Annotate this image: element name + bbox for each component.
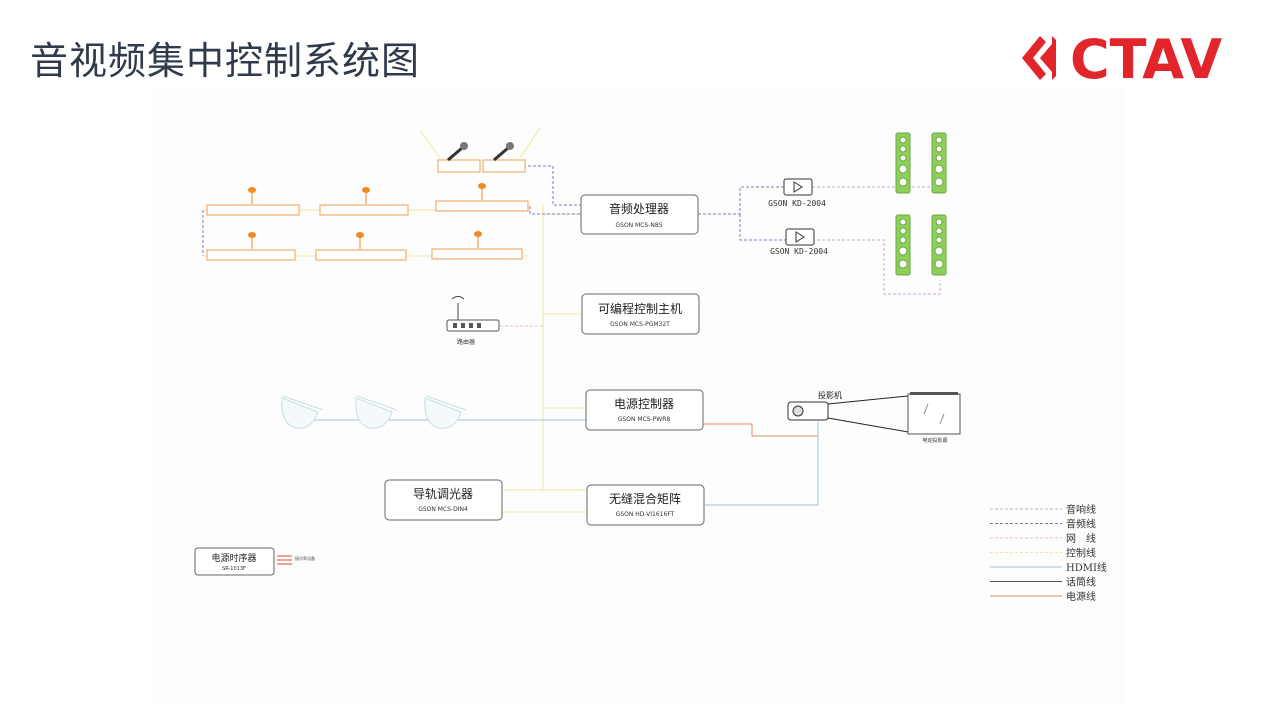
svg-text:音频处理器: 音频处理器 <box>609 201 669 216</box>
svg-text:GSON HD-VI1616FT: GSON HD-VI1616FT <box>616 511 675 518</box>
projector-lens-icon <box>792 405 804 417</box>
svg-text:导轨调光器: 导轨调光器 <box>413 487 473 501</box>
sequencer-box: 电源时序器 SR-1013F 接功率设备 <box>194 547 315 576</box>
svg-text:无缝混合矩阵: 无缝混合矩阵 <box>609 491 681 506</box>
legend-label: 控制线 <box>1066 547 1096 560</box>
column-speaker-icon <box>931 214 947 276</box>
svg-text:GSON MCS-PWR8: GSON MCS-PWR8 <box>618 416 671 423</box>
cameras <box>281 395 467 429</box>
legend-label: 电源线 <box>1066 590 1096 603</box>
conference-mics <box>206 183 529 261</box>
svg-text:电动投影幕: 电动投影幕 <box>922 437 947 444</box>
mic-head-icon <box>478 183 486 189</box>
legend-item: 音频线 <box>990 518 1096 531</box>
page-title: 音视频集中控制系统图 <box>30 39 421 83</box>
svg-text:可编程控制主机: 可编程控制主机 <box>598 301 682 316</box>
legend-item: HDMI线 <box>990 561 1107 574</box>
conference-mic-unit <box>431 231 523 260</box>
ctav-logo-text: CTAV <box>1070 28 1222 88</box>
svg-text:GSON MCS-DIN4: GSON MCS-DIN4 <box>418 506 468 513</box>
connection-lines <box>202 140 941 513</box>
svg-text:路由器: 路由器 <box>457 338 475 346</box>
amp-symbol-icon <box>793 181 803 193</box>
legend-label: 音响线 <box>1066 503 1096 516</box>
conference-mic-unit <box>315 232 407 261</box>
legend-item: 话筒线 <box>990 576 1096 589</box>
conference-mic-unit <box>435 183 529 212</box>
router: 路由器 <box>446 296 500 346</box>
legend-label: 话筒线 <box>1066 576 1096 589</box>
ctav-logo-mark-icon <box>1022 36 1056 80</box>
svg-text:GSON MCS-N8S: GSON MCS-N8S <box>615 222 662 229</box>
mic-head-icon <box>248 232 256 238</box>
svg-text:电源时序器: 电源时序器 <box>211 552 256 564</box>
svg-text:电源控制器: 电源控制器 <box>614 397 674 411</box>
dimmer-box: 导轨调光器 GSON MCS-DIN4 <box>384 479 503 521</box>
handheld-mic-icon <box>493 142 514 162</box>
dome-camera-icon <box>424 395 467 429</box>
svg-text:GSON KD-2004: GSON KD-2004 <box>770 247 828 256</box>
projection-screen: 电动投影幕 <box>907 392 961 444</box>
mic-head-icon <box>362 187 370 193</box>
handheld-mic-icon <box>447 142 468 162</box>
mic-head-icon <box>474 231 482 237</box>
matrix-box: 无缝混合矩阵 GSON HD-VI1616FT <box>586 484 705 526</box>
control-host-box: 可编程控制主机 GSON MCS-PGM32T <box>581 293 700 335</box>
power-controller-box: 电源控制器 GSON MCS-PWR8 <box>585 389 704 431</box>
audio-processor-box: 音频处理器 GSON MCS-N8S <box>580 194 699 235</box>
conference-mic-unit <box>206 187 300 216</box>
mic-receiver-1 <box>437 159 481 173</box>
conference-mic-unit <box>206 232 296 261</box>
mic-head-icon <box>248 187 256 193</box>
ctav-logo: CTAV <box>1022 28 1222 88</box>
svg-text:投影机: 投影机 <box>818 390 842 400</box>
legend-label: HDMI线 <box>1066 561 1107 574</box>
amplifier-1: GSON KD-2004 <box>768 178 826 208</box>
svg-text:GSON MCS-PGM32T: GSON MCS-PGM32T <box>610 321 670 328</box>
svg-text:GSON KD-2004: GSON KD-2004 <box>768 199 826 208</box>
amp-symbol-icon <box>795 231 805 243</box>
column-speaker-icon <box>895 214 911 276</box>
sequencer-output-label: 接功率设备 <box>295 555 315 561</box>
speaker-arrays <box>895 132 947 276</box>
projector: 投影机 <box>787 390 842 421</box>
legend-item: 音响线 <box>990 503 1096 516</box>
legend-label: 网 线 <box>1066 532 1096 545</box>
legend-item: 网 线 <box>990 532 1096 545</box>
mic-receiver-2 <box>482 159 526 173</box>
legend-label: 音频线 <box>1066 518 1096 531</box>
svg-text:SR-1013F: SR-1013F <box>222 566 246 572</box>
legend-item: 控制线 <box>990 547 1096 560</box>
mic-head-icon <box>356 232 364 238</box>
column-speaker-icon <box>895 132 911 194</box>
dome-camera-icon <box>281 395 324 429</box>
column-speaker-icon <box>931 132 947 194</box>
power-output-arrows-icon <box>277 555 292 565</box>
wireless-mic-system <box>419 127 541 173</box>
dome-camera-icon <box>355 395 398 429</box>
legend-item: 电源线 <box>990 590 1096 603</box>
conference-mic-unit <box>319 187 409 216</box>
wifi-antenna-icon <box>451 296 465 320</box>
amplifier-2: GSON KD-2004 <box>770 228 828 256</box>
